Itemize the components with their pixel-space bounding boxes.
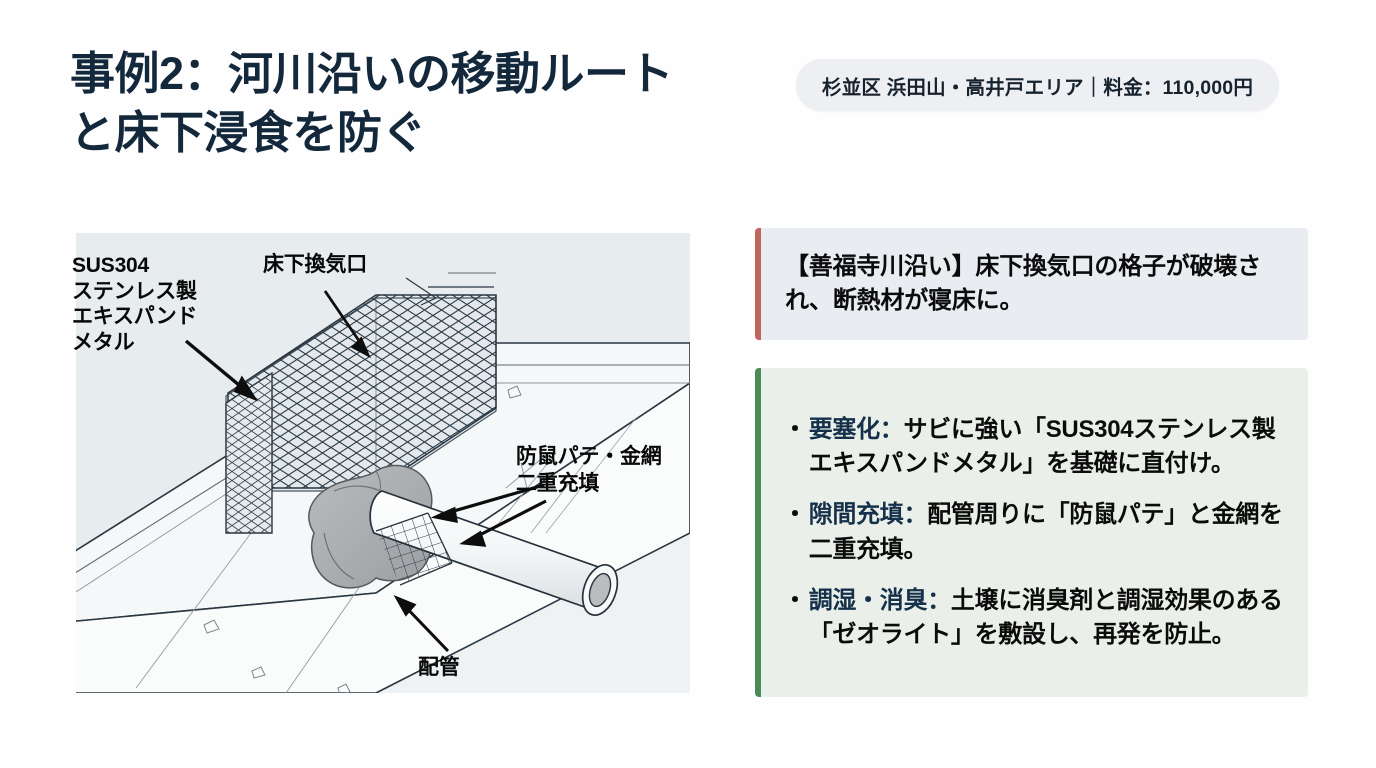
measure-text: 隙間充填：配管周りに「防鼠パテ」と金網を二重充填。	[809, 498, 1290, 566]
illustration-panel	[76, 233, 690, 693]
area-price-badge: 杉並区 浜田山・高井戸エリア｜料金：110,000円	[796, 59, 1280, 111]
measure-text: 要塞化：サビに強い「SUS304ステンレス製エキスパンドメタル」を基礎に直付け。	[809, 413, 1290, 481]
measure-keyword: 要塞化：	[808, 416, 904, 444]
problem-text: 【善福寺川沿い】床下換気口の格子が破壊され、断熱材が寝床に。	[785, 252, 1261, 314]
problem-accent-bar	[755, 228, 761, 340]
page-title: 事例2：河川沿いの移動ルート と床下浸食を防ぐ	[70, 48, 674, 159]
diagram-label-expanded-metal: SUS304 ステンレス製 エキスパンド メタル	[72, 254, 198, 354]
measures-list: ・ 要塞化：サビに強い「SUS304ステンレス製エキスパンドメタル」を基礎に直付…	[761, 368, 1308, 697]
measure-detail: サビに強い「SUS304ステンレス製エキスパンドメタル」を基礎に直付け。	[808, 416, 1276, 478]
measures-callout-box: ・ 要塞化：サビに強い「SUS304ステンレス製エキスパンドメタル」を基礎に直付…	[755, 368, 1308, 697]
problem-body: 【善福寺川沿い】床下換気口の格子が破壊され、断熱材が寝床に。	[761, 228, 1308, 340]
measures-accent-bar	[755, 368, 761, 697]
bullet-marker-icon: ・	[783, 501, 807, 529]
bullet-marker-icon: ・	[783, 586, 807, 614]
list-item: ・ 隙間充填：配管周りに「防鼠パテ」と金網を二重充填。	[783, 498, 1290, 566]
bullet-marker-icon: ・	[783, 416, 807, 444]
diagram-label-putty-mesh: 防鼠パテ・金網 二重充填	[516, 445, 662, 496]
measure-text: 調湿・消臭：土壌に消臭剤と調湿効果のある「ゼオライト」を敷設し、再発を防止。	[809, 584, 1290, 652]
measure-keyword: 調湿・消臭：	[808, 586, 952, 614]
measure-detail: 土壌に消臭剤と調湿効果のある「ゼオライト」を敷設し、再発を防止。	[808, 586, 1283, 648]
list-item: ・ 要塞化：サビに強い「SUS304ステンレス製エキスパンドメタル」を基礎に直付…	[783, 413, 1290, 481]
foundation-diagram	[76, 272, 690, 693]
measure-detail: 配管周りに「防鼠パテ」と金網を二重充填。	[808, 501, 1283, 563]
diagram-label-vent-opening: 床下換気口	[263, 253, 367, 276]
list-item: ・ 調湿・消臭：土壌に消臭剤と調湿効果のある「ゼオライト」を敷設し、再発を防止。	[783, 584, 1290, 652]
diagram-label-pipe: 配管	[418, 656, 460, 679]
measure-keyword: 隙間充填：	[808, 501, 928, 529]
area-price-badge-text: 杉並区 浜田山・高井戸エリア｜料金：110,000円	[822, 76, 1254, 99]
problem-callout-box: 【善福寺川沿い】床下換気口の格子が破壊され、断熱材が寝床に。	[755, 228, 1308, 340]
